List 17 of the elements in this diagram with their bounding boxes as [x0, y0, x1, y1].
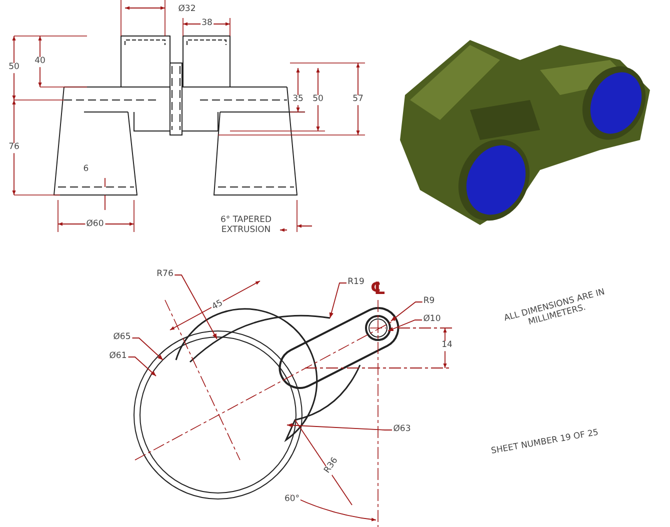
- dimension-label: 50: [312, 95, 324, 105]
- dimension-label: 35: [292, 95, 304, 105]
- centerline-symbol: ℄: [369, 280, 387, 300]
- dimension-label: 57: [352, 95, 364, 105]
- leader-line: [174, 274, 218, 340]
- dimension-label: SHEET NUMBER 19 OF 25: [490, 428, 600, 458]
- leader-line: [390, 302, 423, 322]
- leader-line: [286, 423, 392, 430]
- dimension-label: 76: [8, 143, 20, 153]
- dimension-label: 14: [440, 341, 454, 351]
- leader-line: [388, 320, 422, 332]
- dimension-label: 40: [34, 57, 46, 67]
- note-text: 6° TAPERED EXTRUSION: [219, 216, 273, 236]
- leader-line: [132, 338, 164, 360]
- leader-line: [329, 282, 347, 318]
- dimension-label: 50: [8, 63, 20, 73]
- leader-line: [128, 356, 156, 376]
